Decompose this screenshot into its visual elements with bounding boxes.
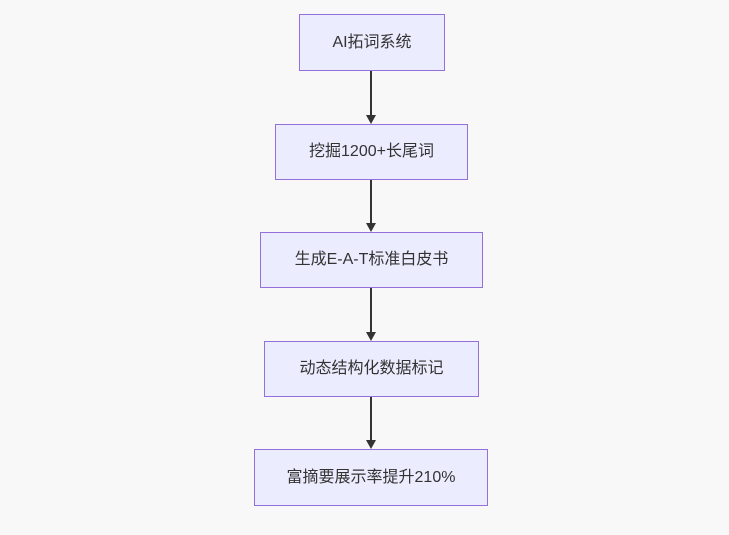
flow-node-rich-snippet-result: 富摘要展示率提升210% [254, 449, 488, 506]
flow-node-label: AI拓词系统 [332, 33, 412, 51]
flow-node-ai-word-system: AI拓词系统 [299, 14, 445, 71]
flow-node-eat-whitepaper: 生成E-A-T标准白皮书 [260, 232, 483, 288]
arrowhead-down-icon [366, 115, 376, 124]
flow-node-longtail-mining: 挖掘1200+长尾词 [275, 124, 468, 180]
edge-line [370, 180, 372, 223]
flow-node-structured-data: 动态结构化数据标记 [264, 341, 479, 397]
flow-node-label: 挖掘1200+长尾词 [309, 143, 434, 160]
arrowhead-down-icon [366, 440, 376, 449]
edge-line [370, 288, 372, 332]
arrowhead-down-icon [366, 332, 376, 341]
flow-node-label: 生成E-A-T标准白皮书 [294, 251, 449, 268]
edge-line [370, 397, 372, 440]
arrowhead-down-icon [366, 223, 376, 232]
edge-line [370, 71, 372, 115]
flow-node-label: 富摘要展示率提升210% [286, 468, 456, 486]
flow-node-label: 动态结构化数据标记 [299, 360, 444, 377]
